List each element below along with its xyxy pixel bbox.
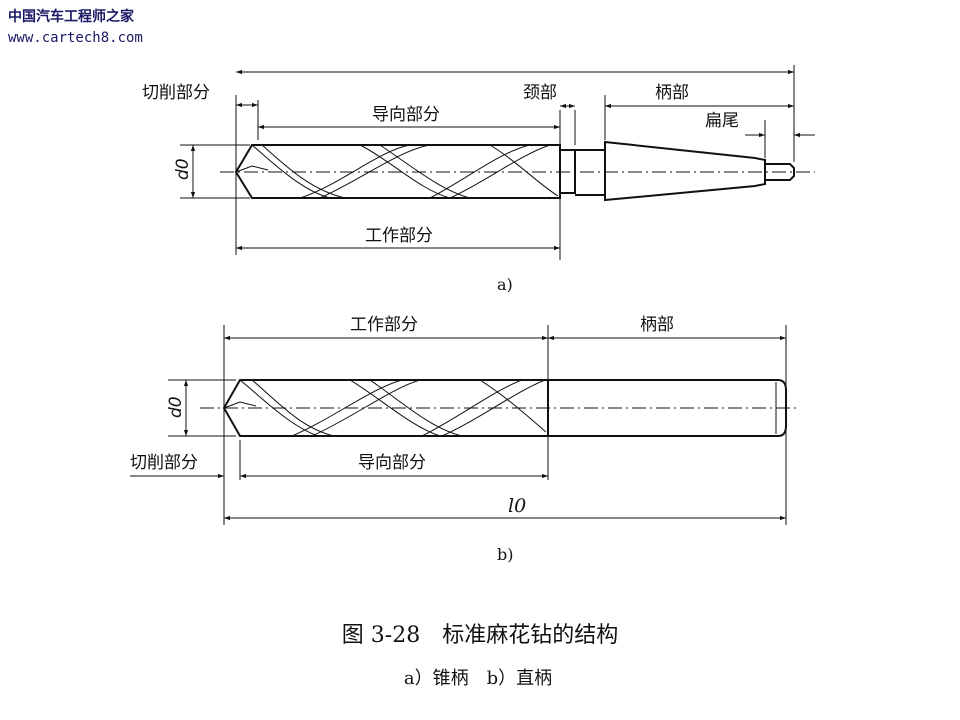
drill-a-flutes — [235, 144, 559, 199]
label-a-guide-part: 导向部分 — [372, 105, 440, 125]
label-a-sublabel: a) — [497, 275, 513, 294]
label-b-length: l0 — [508, 495, 526, 517]
drill-b-dimension-lines — [130, 335, 786, 521]
drill-a-body — [234, 140, 795, 202]
label-a-cutting-part: 切削部分 — [142, 83, 210, 103]
drill-a-extension-lines — [180, 65, 795, 260]
label-a-working-part: 工作部分 — [365, 226, 433, 246]
label-b-cutting-part: 切削部分 — [130, 453, 198, 473]
drill-b-flutes — [223, 379, 547, 437]
label-b-guide-part: 导向部分 — [358, 453, 426, 473]
figure-b-straight-shank-drill: 工作部分 柄部 d0 切削部分 导向部分 l0 b) — [130, 315, 800, 564]
figure-a-taper-shank-drill: 切削部分 导向部分 颈部 柄部 扁尾 d0 工作部分 a) — [142, 65, 815, 294]
label-b-sublabel: b) — [497, 545, 513, 564]
drill-a-dimension-lines — [190, 69, 815, 251]
label-a-diameter: d0 — [173, 158, 193, 180]
label-a-tang: 扁尾 — [705, 111, 739, 131]
caption-title: 图 3-28 标准麻花钻的结构 — [342, 623, 618, 648]
label-a-shank: 柄部 — [655, 83, 689, 103]
label-a-neck: 颈部 — [523, 83, 557, 103]
watermark-url: www.cartech8.com — [8, 30, 143, 46]
label-b-diameter: d0 — [166, 396, 186, 418]
label-b-working-part: 工作部分 — [350, 315, 418, 335]
label-b-shank: 柄部 — [640, 315, 674, 335]
caption-subtitle: a）锥柄 b）直柄 — [404, 668, 552, 689]
watermark-site-name: 中国汽车工程师之家 — [8, 9, 134, 25]
drill-b-extension-lines — [168, 325, 787, 525]
